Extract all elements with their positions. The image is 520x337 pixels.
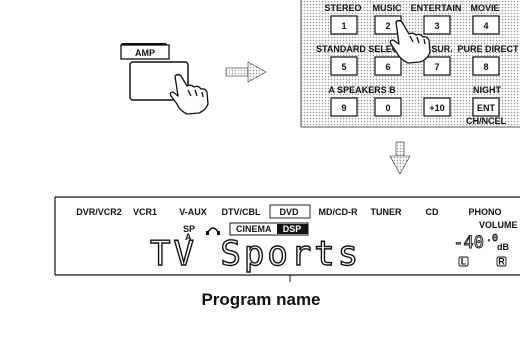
volume-dot-value: .0 xyxy=(486,233,498,244)
right-arrow-icon xyxy=(225,61,267,83)
pointing-hand-icon xyxy=(169,73,209,115)
remote-keys-row3[interactable]: 9 0 +10 ENT CH/NCEL xyxy=(330,97,507,126)
label-pure-direct: PURE DIRECT xyxy=(457,44,519,54)
volume-label: VOLUME xyxy=(479,220,518,230)
sp-sub-indicator: A xyxy=(185,232,192,242)
program-name-display: TV Sports xyxy=(149,234,362,274)
volume-unit: dB xyxy=(497,242,509,252)
volume-value: -40 xyxy=(453,233,484,253)
front-panel-display xyxy=(54,196,520,282)
label-select: SELECT xyxy=(368,44,404,54)
key-9: 9 xyxy=(341,103,346,113)
source-dvr-vcr2: DVR/VCR2 xyxy=(76,207,122,217)
key-1: 1 xyxy=(341,21,346,31)
ent-sub-label: CH/NCEL xyxy=(466,116,507,126)
source-dtv-cbl: DTV/CBL xyxy=(222,207,261,217)
key-4: 4 xyxy=(483,21,488,31)
key-2: 2 xyxy=(385,21,390,31)
amp-button[interactable]: AMP xyxy=(120,43,189,101)
source-v-aux: V-AUX xyxy=(179,207,207,217)
down-arrow-icon xyxy=(389,141,411,175)
headphones-icon xyxy=(206,227,220,235)
key-3: 3 xyxy=(434,21,439,31)
label-sur: SUR. xyxy=(431,44,453,54)
source-tuner: TUNER xyxy=(371,207,402,217)
right-channel-indicator: R xyxy=(498,257,505,267)
selected-source-frame xyxy=(269,204,311,219)
remote-row2-labels: STANDARD SELECT SUR. PURE DIRECT xyxy=(316,44,519,54)
source-cd: CD xyxy=(426,207,439,217)
label-speakers: A SPEAKERS B xyxy=(328,85,396,95)
key-7: 7 xyxy=(434,62,439,72)
sp-indicator: SP xyxy=(183,224,195,234)
label-stereo: STEREO xyxy=(324,3,361,13)
remote-keys-row2[interactable]: 5 6 7 8 xyxy=(330,56,500,76)
label-standard: STANDARD xyxy=(316,44,366,54)
amp-button-label: AMP xyxy=(135,48,155,58)
source-vcr1: VCR1 xyxy=(133,207,157,217)
key-8: 8 xyxy=(483,62,488,72)
label-movie: MOVIE xyxy=(470,3,499,13)
key-6: 6 xyxy=(385,62,390,72)
key-5: 5 xyxy=(341,62,346,72)
remote-row3-labels: A SPEAKERS B NIGHT xyxy=(328,85,501,95)
label-music: MUSIC xyxy=(373,3,403,13)
remote-row1-labels: STEREO MUSIC ENTERTAIN MOVIE xyxy=(324,3,499,13)
dsp-label: DSP xyxy=(283,224,302,234)
key-ent: ENT xyxy=(477,103,496,113)
source-indicators: DVR/VCR2 VCR1 V-AUX DTV/CBL DVD MD/CD-R … xyxy=(76,204,502,219)
program-name-caption: Program name xyxy=(201,290,321,309)
remote-keys-row1[interactable]: 1 2 3 4 xyxy=(330,15,500,35)
cinema-dsp-indicator: CINEMA DSP xyxy=(229,222,309,236)
source-phono: PHONO xyxy=(468,207,501,217)
source-dvd: DVD xyxy=(279,207,299,217)
key-plus10: +10 xyxy=(429,103,444,113)
pressing-hand-icon xyxy=(389,19,431,64)
channel-indicators: L R xyxy=(458,257,507,267)
label-night: NIGHT xyxy=(473,85,502,95)
cinema-label: CINEMA xyxy=(236,224,272,234)
key-0: 0 xyxy=(385,103,390,113)
volume-area: VOLUME -40 .0 dB xyxy=(453,220,518,253)
source-md-cdr: MD/CD-R xyxy=(319,207,358,217)
label-entertain: ENTERTAIN xyxy=(411,3,462,13)
left-channel-indicator: L xyxy=(461,257,467,267)
